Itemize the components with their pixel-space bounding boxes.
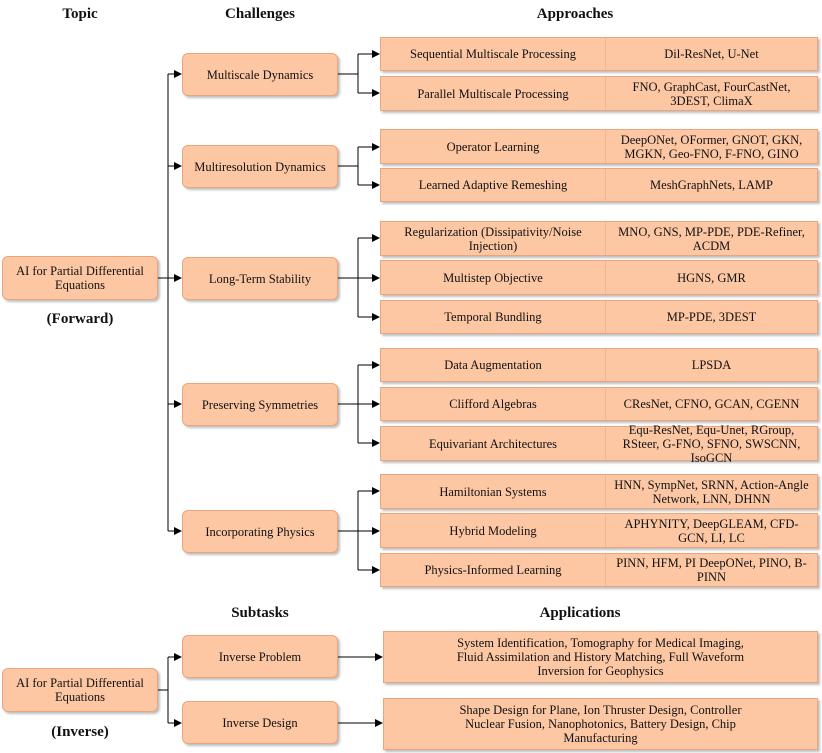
approach-methods: HGNS, GMR bbox=[677, 270, 746, 285]
inverse-topic-box: AI for Partial Differential Equations bbox=[2, 668, 158, 712]
approach-row: Temporal Bundling MP-PDE, 3DEST bbox=[380, 300, 818, 334]
approach-methods: FNO, GraphCast, FourCastNet, 3DEST, Clim… bbox=[632, 79, 791, 108]
approach-methods: APHYNITY, DeepGLEAM, CFD-GCN, LI, LC bbox=[624, 516, 799, 545]
approach-name: Learned Adaptive Remeshing bbox=[381, 169, 606, 201]
approach-name: Physics-Informed Learning bbox=[381, 554, 606, 586]
approach-row: Hybrid Modeling APHYNITY, DeepGLEAM, CFD… bbox=[380, 513, 818, 548]
challenge-symmetries: Preserving Symmetries bbox=[182, 383, 338, 426]
approach-name: Hamiltonian Systems bbox=[381, 475, 606, 508]
approach-name: Clifford Algebras bbox=[381, 388, 606, 420]
approach-row: Clifford Algebras CResNet, CFNO, GCAN, C… bbox=[380, 387, 818, 421]
approach-row: Equivariant Architectures Equ-ResNet, Eq… bbox=[380, 422, 818, 465]
approach-methods: Dil-ResNet, U-Net bbox=[664, 47, 759, 61]
approach-methods: MeshGraphNets, LAMP bbox=[650, 178, 773, 192]
approach-name: Regularization (Dissipativity/Noise Inje… bbox=[381, 222, 606, 255]
multiresolution-branch-line bbox=[338, 147, 359, 185]
forward-trunk-line bbox=[158, 74, 169, 531]
forward-label: (Forward) bbox=[46, 311, 114, 327]
approach-methods: CResNet, CFNO, GCAN, CGENN bbox=[623, 397, 800, 411]
approach-row: Hamiltonian Systems HNN, SympNet, SRNN, … bbox=[380, 474, 818, 509]
approach-row: Parallel Multiscale Processing FNO, Grap… bbox=[380, 76, 818, 111]
challenge-multiresolution: Multiresolution Dynamics bbox=[182, 145, 338, 188]
header-topic: Topic bbox=[62, 6, 98, 22]
inverse-trunk-line bbox=[158, 657, 169, 723]
approach-name: Equivariant Architectures bbox=[381, 427, 606, 460]
approach-methods: LPSDA bbox=[691, 358, 732, 372]
forward-topic-box: AI for Partial Differential Equations bbox=[2, 256, 158, 300]
approach-row: Multistep Objective HGNS, GMR bbox=[380, 260, 818, 295]
header-subtasks: Subtasks bbox=[231, 605, 289, 621]
challenge-physics: Incorporating Physics bbox=[182, 510, 338, 553]
approach-row: Operator Learning DeepONet, OFormer, GNO… bbox=[380, 129, 818, 164]
approach-row: Physics-Informed Learning PINN, HFM, PI … bbox=[380, 553, 818, 587]
approach-row: Data Augmentation LPSDA bbox=[380, 348, 818, 382]
approach-name: Data Augmentation bbox=[381, 349, 606, 381]
approach-row: Sequential Multiscale Processing Dil-Res… bbox=[380, 37, 818, 71]
approach-name: Hybrid Modeling bbox=[381, 514, 606, 547]
approach-methods: PINN, HFM, PI DeepONet, PINO, B-PINN bbox=[616, 556, 807, 584]
approach-row: Regularization (Dissipativity/Noise Inje… bbox=[380, 221, 818, 256]
approach-row: Learned Adaptive Remeshing MeshGraphNets… bbox=[380, 168, 818, 202]
approach-name: Sequential Multiscale Processing bbox=[381, 38, 606, 70]
approach-methods: MP-PDE, 3DEST bbox=[666, 310, 757, 324]
approach-name: Operator Learning bbox=[381, 130, 606, 163]
subtask-inverse-design: Inverse Design bbox=[182, 701, 338, 744]
approach-name: Parallel Multiscale Processing bbox=[381, 77, 606, 110]
approach-methods: HNN, SympNet, SRNN, Action-Angle Network… bbox=[614, 477, 809, 506]
application-inverse-design: Shape Design for Plane, Ion Thruster Des… bbox=[383, 698, 818, 750]
challenge-multiscale: Multiscale Dynamics bbox=[182, 53, 338, 96]
multiscale-branch-line bbox=[338, 54, 359, 93]
subtask-inverse-problem: Inverse Problem bbox=[182, 635, 338, 678]
challenge-longterm: Long-Term Stability bbox=[182, 257, 338, 300]
header-approaches: Approaches bbox=[536, 6, 614, 22]
header-applications: Applications bbox=[539, 605, 621, 621]
approach-methods: MNO, GNS, MP-PDE, PDE-Refiner, ACDM bbox=[618, 224, 805, 253]
inverse-label: (Inverse) bbox=[51, 724, 109, 740]
approach-name: Multistep Objective bbox=[381, 261, 606, 294]
approach-methods: Equ-ResNet, Equ-Unet, RGroup, RSteer, G-… bbox=[622, 422, 801, 465]
application-inverse-problem: System Identification, Tomography for Me… bbox=[383, 631, 818, 683]
header-challenges: Challenges bbox=[224, 6, 295, 22]
approach-methods: DeepONet, OFormer, GNOT, GKN, MGKN, Geo-… bbox=[620, 132, 803, 161]
approach-name: Temporal Bundling bbox=[381, 301, 606, 333]
